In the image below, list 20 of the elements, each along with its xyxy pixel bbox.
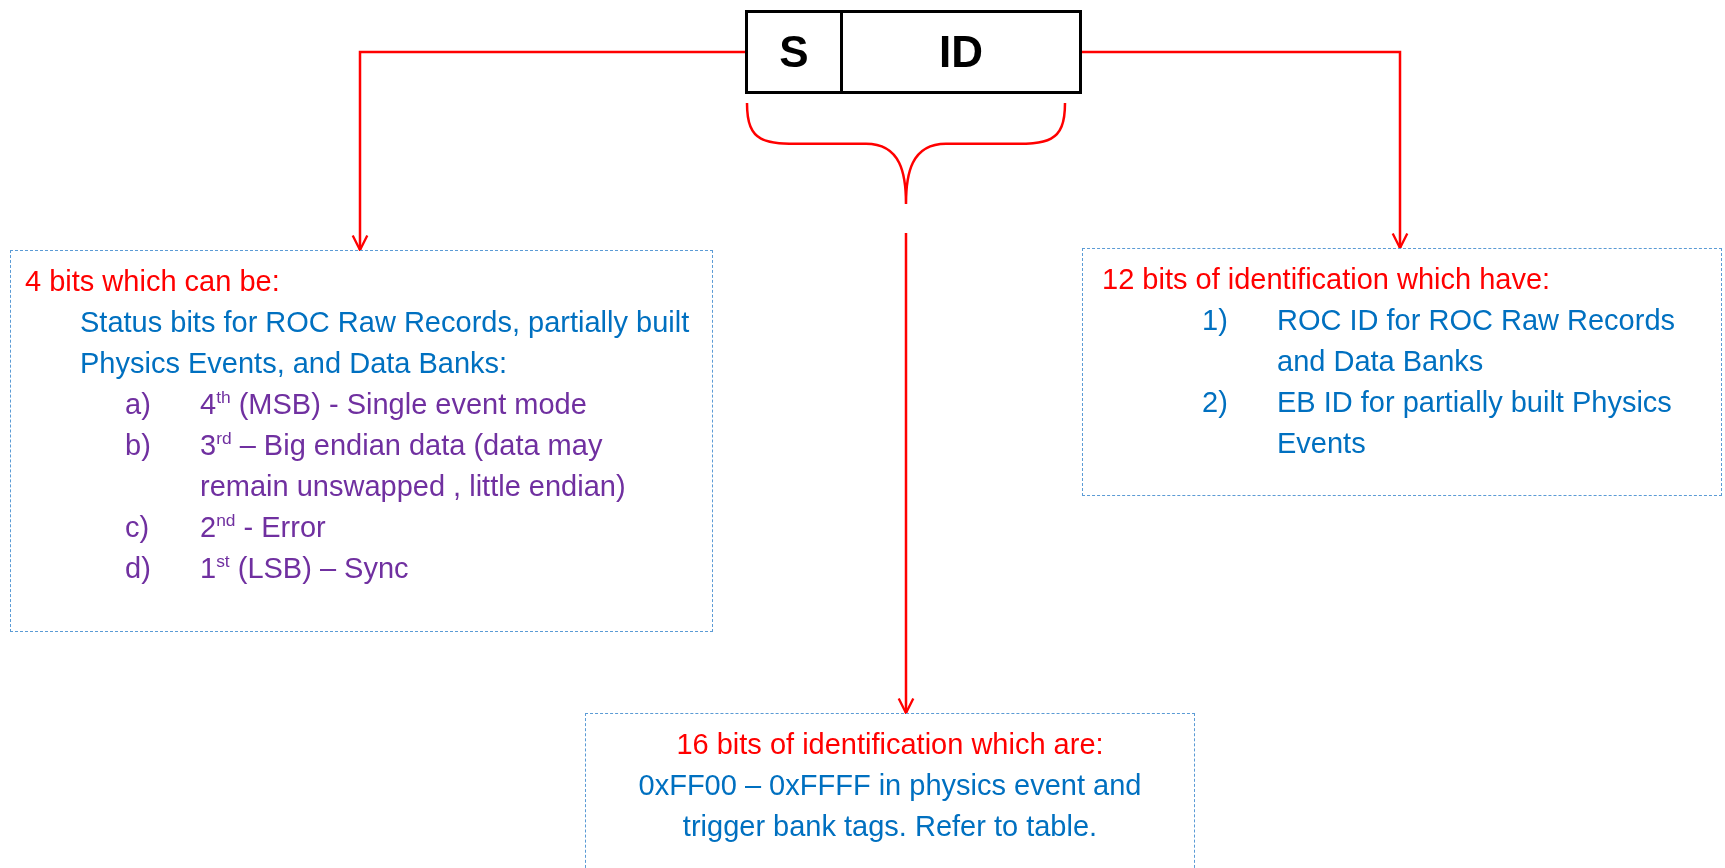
arrow <box>1082 50 1409 250</box>
description-text: Status bits for ROC Raw Records, partially built Physics Events, and Data Banks: <box>80 305 691 381</box>
description-text: 0xFF00 – 0xFFFF in physics event and trigger bank tags. Refer to table. <box>637 768 1143 844</box>
list-item: b) 3$^{rd}$ – Big endian data (data may remain unswapped , little endian) <box>125 427 627 504</box>
curly-brace <box>745 103 1067 205</box>
arrow <box>351 50 745 252</box>
list-item: a) 4$^{th}$ (MSB) - Single event mode <box>125 386 588 422</box>
box-heading: 4 bits which can be: <box>25 264 281 299</box>
list-item: c) 2$^{nd}$ - Error <box>125 509 327 545</box>
text-box <box>10 250 713 632</box>
bit-field: S <box>745 10 843 94</box>
list-item: 2) EB ID for partially built Physics Events <box>1202 385 1673 461</box>
text-box <box>585 713 1195 868</box>
list-item: d) 1$^{st}$ (LSB) – Sync <box>125 550 410 586</box>
text-box <box>1082 248 1722 496</box>
list-item: 1) ROC ID for ROC Raw Records and Data Banks <box>1202 303 1676 379</box>
arrow <box>897 233 915 715</box>
box-heading: 16 bits of identification which are: <box>675 727 1105 762</box>
bit-field: ID <box>840 10 1082 94</box>
box-heading: 12 bits of identification which have: <box>1102 262 1552 297</box>
